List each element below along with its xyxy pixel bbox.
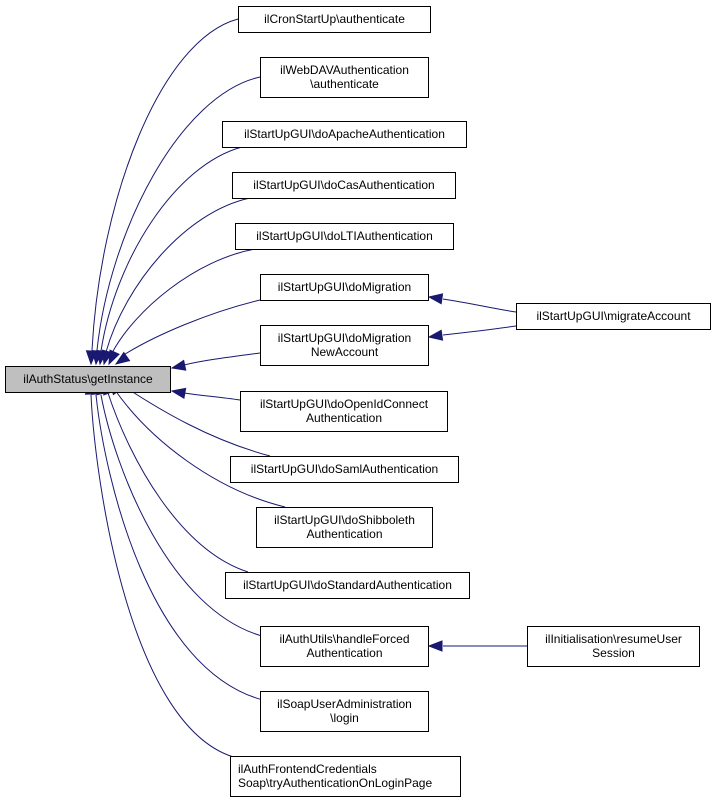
edge-n4-to-root	[101, 197, 251, 366]
edge-n5-to-root	[108, 248, 256, 366]
edge-line	[105, 197, 251, 353]
node-label: ilStartUpGUI\doOpenIdConnect	[260, 397, 429, 411]
edge-line	[100, 146, 243, 352]
arrowhead-icon	[170, 387, 187, 399]
node-label: NewAccount	[311, 345, 379, 359]
caller-node[interactable]: ilStartUpGUI\doLTIAuthentication	[235, 223, 454, 250]
node-label: Soap\tryAuthenticationOnLoginPage	[238, 776, 432, 790]
arrowhead-icon	[427, 293, 444, 305]
node-label: ilAuthStatus\getInstance	[23, 372, 153, 386]
edge-line	[183, 392, 241, 401]
edge-line	[107, 392, 249, 573]
caller-node[interactable]: ilStartUpGUI\doCasAuthentication	[232, 172, 456, 199]
node-label: Authentication	[306, 527, 382, 541]
edge-line	[114, 389, 286, 508]
node-label: \authenticate	[310, 77, 379, 91]
node-box[interactable]	[516, 303, 711, 330]
node-box[interactable]	[260, 626, 429, 667]
node-label: ilStartUpGUI\doApacheAuthentication	[244, 127, 445, 141]
nodes-layer: ilAuthStatus\getInstance ilCronStartUp\au…	[5, 6, 711, 797]
node-box[interactable]	[238, 6, 431, 33]
edge-n8-to-root	[170, 387, 241, 401]
node-label: Authentication	[306, 646, 382, 660]
node-label: Authentication	[306, 411, 382, 425]
node-box[interactable]	[260, 691, 429, 732]
node-label: ilAuthUtils\handleForced	[279, 632, 409, 646]
node-label: ilStartUpGUI\doLTIAuthentication	[256, 229, 433, 243]
edge-line	[442, 298, 517, 313]
caller-node[interactable]: ilStartUpGUI\migrateAccount	[516, 303, 711, 330]
node-label: ilStartUpGUI\doMigration	[278, 331, 411, 345]
edge-n15-to-n7	[427, 325, 517, 341]
node-box[interactable]	[230, 456, 459, 483]
node-label: ilInitialisation\resumeUser	[545, 632, 682, 646]
arrowhead-icon	[170, 359, 187, 371]
caller-node[interactable]: ilStartUpGUI\doApacheAuthentication	[222, 121, 467, 148]
edge-line	[96, 76, 261, 351]
node-label: ilStartUpGUI\doCasAuthentication	[253, 178, 434, 192]
node-box[interactable]	[222, 121, 467, 148]
node-box[interactable]	[527, 626, 700, 667]
edge-n14-to-root	[84, 379, 238, 759]
node-box[interactable]	[256, 507, 433, 548]
node-label: ilStartUpGUI\migrateAccount	[536, 309, 691, 323]
edge-line	[95, 394, 264, 701]
node-box[interactable]	[260, 274, 429, 301]
node-box[interactable]	[240, 391, 448, 432]
edge-line	[111, 248, 256, 354]
node-label: ilSoapUserAdministration	[277, 697, 412, 711]
node-box[interactable]	[5, 366, 171, 393]
caller-node[interactable]: ilSoapUserAdministration\login	[260, 691, 429, 732]
arrowhead-icon	[427, 329, 444, 341]
edge-line	[100, 394, 263, 637]
node-label: ilCronStartUp\authenticate	[264, 12, 405, 26]
arrowhead-icon	[108, 349, 120, 366]
caller-node[interactable]: ilCronStartUp\authenticate	[238, 6, 431, 33]
node-label: ilStartUpGUI\doShibboleth	[274, 513, 415, 527]
node-label: ilWebDAVAuthentication	[280, 63, 409, 77]
node-box[interactable]	[232, 172, 456, 199]
arrowhead-icon	[427, 640, 443, 652]
edge-n16-to-n12	[427, 640, 527, 652]
edge-n15-to-n6	[427, 293, 517, 313]
node-label: ilStartUpGUI\doMigration	[278, 280, 411, 294]
edge-line	[90, 394, 238, 759]
edge-line	[442, 325, 517, 336]
node-box[interactable]	[260, 57, 429, 98]
edge-line	[183, 352, 261, 366]
caller-node[interactable]: ilStartUpGUI\doMigration	[260, 274, 429, 301]
node-box[interactable]	[225, 572, 470, 599]
arrowhead-icon	[114, 351, 131, 365]
edge-line	[121, 299, 261, 357]
edge-n13-to-root	[90, 379, 264, 701]
node-label: ilStartUpGUI\doStandardAuthentication	[243, 578, 452, 592]
edge-n6-to-root	[114, 299, 261, 365]
node-label: \login	[330, 711, 359, 725]
caller-node[interactable]: ilStartUpGUI\doOpenIdConnectAuthenticati…	[240, 391, 448, 432]
node-label: Session	[592, 646, 635, 660]
root-node[interactable]: ilAuthStatus\getInstance	[5, 366, 171, 393]
node-label: ilStartUpGUI\doSamlAuthentication	[251, 462, 438, 476]
caller-node[interactable]: ilStartUpGUI\doStandardAuthentication	[225, 572, 470, 599]
node-box[interactable]	[260, 325, 429, 366]
edge-line	[124, 386, 271, 457]
node-box[interactable]	[235, 223, 454, 250]
node-label: ilAuthFrontendCredentials	[238, 762, 377, 776]
caller-node[interactable]: ilStartUpGUI\doSamlAuthentication	[230, 456, 459, 483]
node-box[interactable]	[230, 756, 461, 797]
caller-node[interactable]: ilAuthFrontendCredentialsSoap\tryAuthent…	[230, 756, 461, 797]
edge-line	[91, 18, 239, 351]
edge-n7-to-root	[170, 352, 261, 371]
edges-layer	[84, 18, 527, 759]
caller-node[interactable]: ilWebDAVAuthentication\authenticate	[260, 57, 429, 98]
